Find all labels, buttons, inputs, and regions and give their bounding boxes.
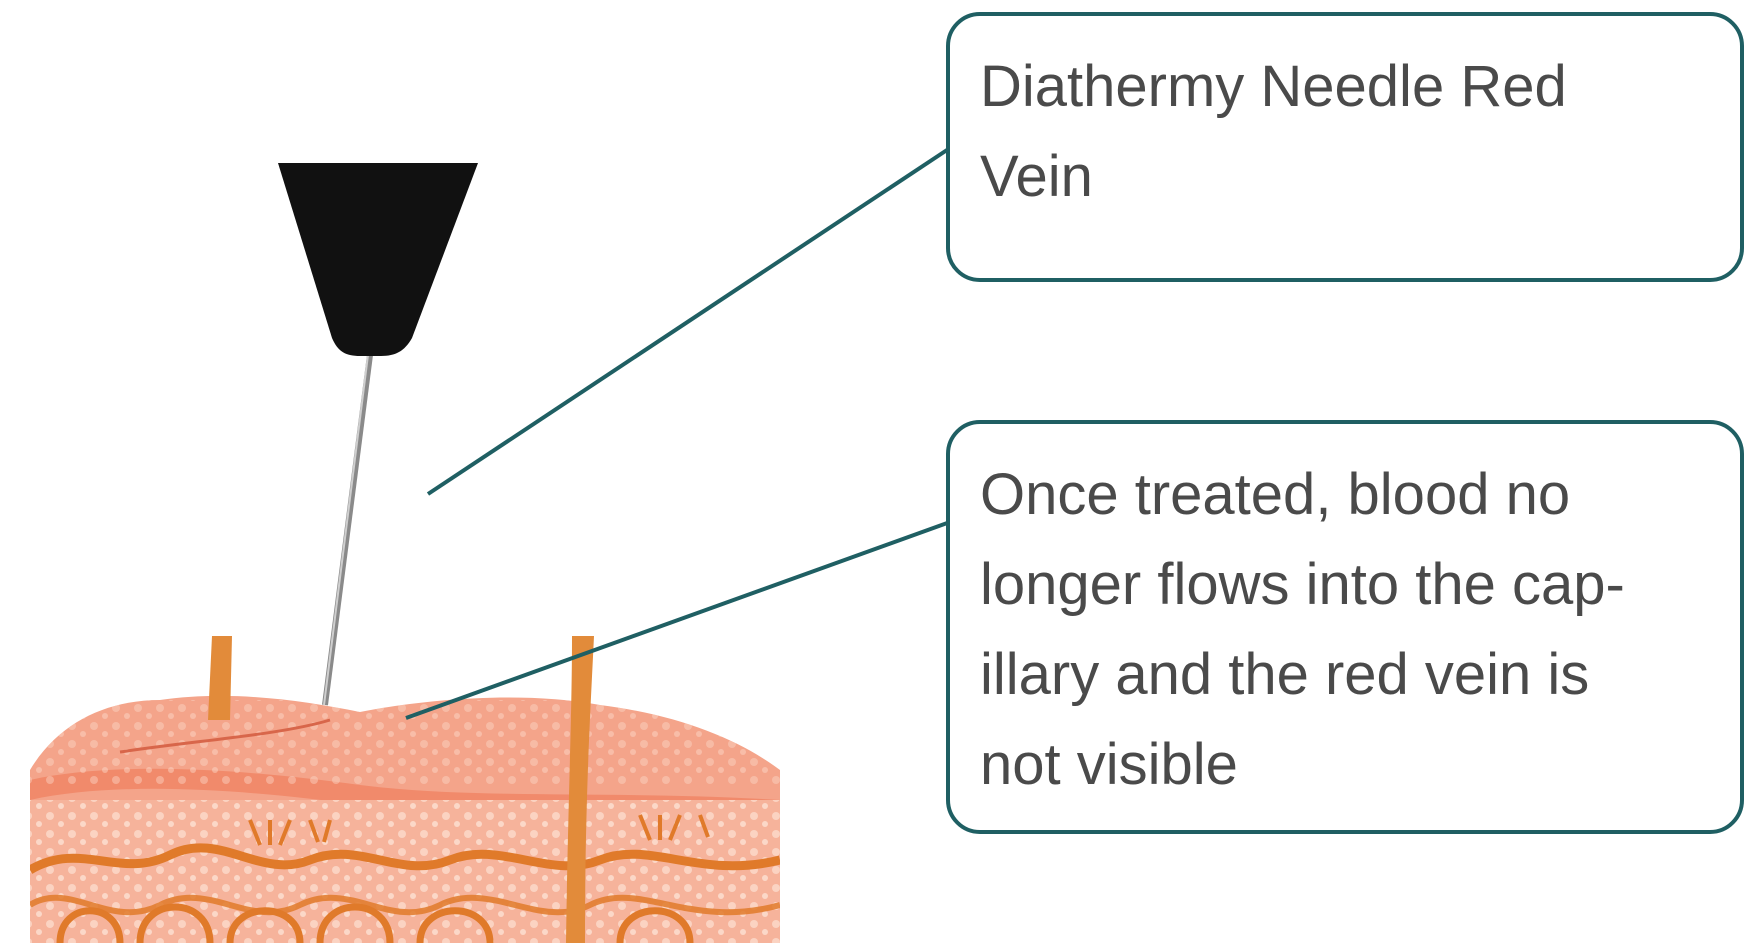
- callout-needle-line-2: Vein: [980, 132, 1710, 222]
- callout-needle-label: Diathermy Needle Red Vein: [946, 12, 1744, 282]
- skin-block: [30, 636, 780, 943]
- callout-result-line-1: Once treated, blood no: [980, 450, 1710, 540]
- callout-result-label: Once treated, blood no longer flows into…: [946, 420, 1744, 834]
- needle-shaft: [325, 355, 370, 705]
- callout-result-line-2: longer flows into the cap-: [980, 540, 1710, 630]
- needle-handle: [278, 163, 478, 356]
- callout-result-line-3: illary and the red vein is: [980, 630, 1710, 720]
- diathermy-needle-icon: [278, 163, 478, 705]
- leader-line-skin: [406, 522, 950, 718]
- hair-left: [208, 636, 232, 720]
- callout-result-line-4: not visible: [980, 720, 1710, 810]
- callout-needle-line-1: Diathermy Needle Red: [980, 42, 1710, 132]
- leader-line-needle: [428, 148, 950, 494]
